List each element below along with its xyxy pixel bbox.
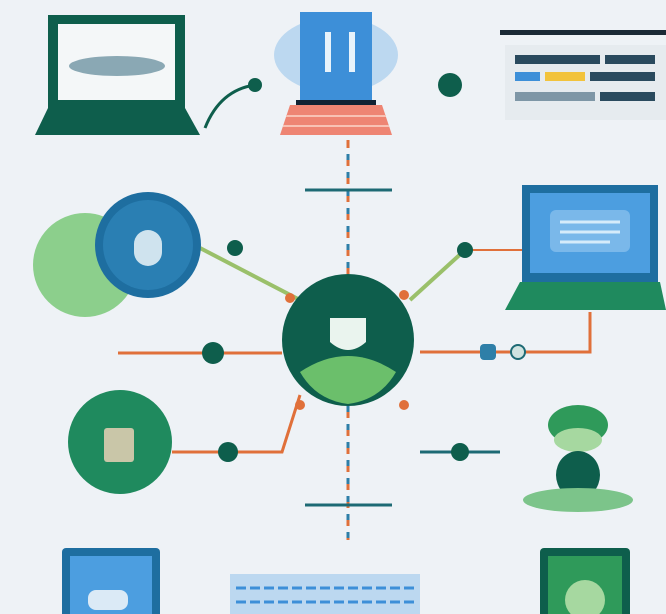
node-connector (480, 344, 496, 360)
node-dot (218, 442, 238, 462)
link-right-laptop (408, 248, 467, 302)
link-right (420, 312, 592, 354)
keyboard-icon (230, 574, 420, 614)
node-dot (248, 78, 262, 92)
link-left-user (199, 246, 301, 302)
node-dot (510, 344, 526, 360)
phone-icon (540, 548, 630, 614)
tablet-icon (62, 548, 160, 614)
node-dot (457, 242, 473, 258)
document-circle-icon (68, 390, 172, 494)
monitor-icon (274, 12, 398, 135)
link-bottom-left (172, 394, 302, 454)
node-dot (438, 73, 462, 97)
node-dot (227, 240, 243, 256)
laptop-icon (505, 185, 666, 310)
node-dot (202, 342, 224, 364)
node-dot (451, 443, 469, 461)
dashboard-panel-icon (500, 30, 666, 120)
person-icon (523, 405, 633, 512)
user-circle-icon (33, 192, 201, 317)
laptop-icon (35, 15, 200, 135)
shield-hub-icon (282, 274, 414, 410)
